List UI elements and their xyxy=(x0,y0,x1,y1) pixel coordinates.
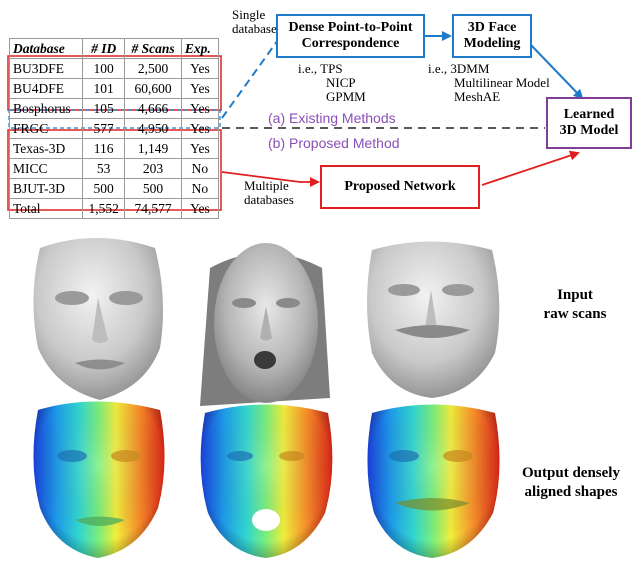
db-id-count: 577 xyxy=(82,118,126,139)
single-database-label: Single database xyxy=(232,8,277,36)
db-name: BJUT-3D xyxy=(8,178,84,199)
db-expression: Yes xyxy=(180,118,220,139)
modeling-example-3: MeshAE xyxy=(454,89,501,104)
db-name: Bosphorus xyxy=(8,98,84,119)
correspondence-examples: i.e., TPS NICP GPMM xyxy=(298,62,366,104)
input-caption: Input raw scans xyxy=(522,286,628,324)
total-expression: Yes xyxy=(180,198,220,219)
db-name: MICC xyxy=(8,158,84,179)
table-row: FRGC 577 4,950 Yes xyxy=(8,118,220,139)
modeling-box: 3D Face Modeling xyxy=(452,14,532,58)
db-id-count: 53 xyxy=(82,158,126,179)
multiple-databases-label: Multiple databases xyxy=(244,179,294,207)
table-row: Bosphorus 105 4,666 Yes xyxy=(8,98,220,119)
db-name: Texas-3D xyxy=(8,138,84,159)
learned-model-line1: Learned xyxy=(563,107,615,122)
multiple-databases-line2: databases xyxy=(244,192,294,207)
modeling-to-learned-arrow xyxy=(529,43,584,100)
header-expression: Exp. xyxy=(180,38,220,59)
network-to-learned-arrow xyxy=(481,150,580,186)
multi-db-arrow xyxy=(221,171,320,187)
output-shape-2 xyxy=(200,404,333,558)
db-scan-count: 60,600 xyxy=(124,78,182,99)
input-scan-3 xyxy=(367,241,500,398)
db-expression: Yes xyxy=(180,138,220,159)
db-scan-count: 203 xyxy=(124,158,182,179)
table-row: Texas-3D 116 1,149 Yes xyxy=(8,138,220,159)
modeling-examples: i.e., 3DMM Multilinear Model MeshAE xyxy=(428,62,550,104)
correspondence-example-2: NICP xyxy=(326,75,356,90)
input-caption-line1: Input xyxy=(557,287,593,303)
modeling-example-1: i.e., 3DMM xyxy=(428,61,490,76)
correspondence-box-line1: Dense Point-to-Point xyxy=(288,20,413,35)
db-scan-count: 4,950 xyxy=(124,118,182,139)
db-id-count: 101 xyxy=(82,78,126,99)
output-shape-3 xyxy=(367,404,500,558)
table-row: BU3DFE 100 2,500 Yes xyxy=(8,58,220,79)
single-database-line1: Single xyxy=(232,7,266,22)
face-renders xyxy=(33,238,500,558)
table-row: MICC 53 203 No xyxy=(8,158,220,179)
table-row: BJUT-3D 500 500 No xyxy=(8,178,220,199)
header-id: # ID xyxy=(82,38,126,59)
modeling-example-2: Multilinear Model xyxy=(454,75,550,90)
modeling-box-line1: 3D Face xyxy=(467,20,517,35)
table-header-row: Database # ID # Scans Exp. xyxy=(8,38,220,59)
db-expression: Yes xyxy=(180,58,220,79)
correspondence-box: Dense Point-to-Point Correspondence xyxy=(276,14,425,58)
db-expression: Yes xyxy=(180,98,220,119)
total-id-count: 1,552 xyxy=(82,198,126,219)
input-scan-2 xyxy=(200,243,330,406)
header-database: Database xyxy=(8,38,84,59)
db-id-count: 116 xyxy=(82,138,126,159)
db-name: FRGC xyxy=(8,118,84,139)
single-db-link xyxy=(221,39,279,119)
output-caption-line1: Output densely xyxy=(522,465,620,481)
db-expression: No xyxy=(180,178,220,199)
total-label: Total xyxy=(8,198,84,219)
input-caption-line2: raw scans xyxy=(543,306,607,322)
output-caption-line2: aligned shapes xyxy=(524,484,618,500)
proposed-method-label: (b) Proposed Method xyxy=(268,135,400,151)
total-scan-count: 74,577 xyxy=(124,198,182,219)
correspondence-box-line2: Correspondence xyxy=(301,36,400,51)
existing-methods-label: (a) Existing Methods xyxy=(268,110,396,126)
correspondence-example-3: GPMM xyxy=(326,89,366,104)
db-scan-count: 1,149 xyxy=(124,138,182,159)
db-id-count: 500 xyxy=(82,178,126,199)
output-caption: Output densely aligned shapes xyxy=(510,464,632,502)
db-scan-count: 4,666 xyxy=(124,98,182,119)
table-row: BU4DFE 101 60,600 Yes xyxy=(8,78,220,99)
database-table: Database # ID # Scans Exp. BU3DFE 100 2,… xyxy=(8,38,220,219)
db-id-count: 100 xyxy=(82,58,126,79)
db-name: BU3DFE xyxy=(8,58,84,79)
header-scans: # Scans xyxy=(124,38,182,59)
correspondence-example-1: i.e., TPS xyxy=(298,61,343,76)
db-expression: Yes xyxy=(180,78,220,99)
db-scan-count: 500 xyxy=(124,178,182,199)
learned-model-line2: 3D Model xyxy=(559,123,619,138)
single-database-line2: database xyxy=(232,21,277,36)
learned-model-box: Learned 3D Model xyxy=(546,97,632,149)
proposed-network-box: Proposed Network xyxy=(320,165,480,209)
db-id-count: 105 xyxy=(82,98,126,119)
multiple-databases-line1: Multiple xyxy=(244,178,289,193)
db-expression: No xyxy=(180,158,220,179)
table-total-row: Total 1,552 74,577 Yes xyxy=(8,198,220,219)
input-scan-1 xyxy=(33,238,164,400)
modeling-box-line2: Modeling xyxy=(463,36,521,51)
output-shape-1 xyxy=(33,401,165,558)
db-scan-count: 2,500 xyxy=(124,58,182,79)
db-name: BU4DFE xyxy=(8,78,84,99)
